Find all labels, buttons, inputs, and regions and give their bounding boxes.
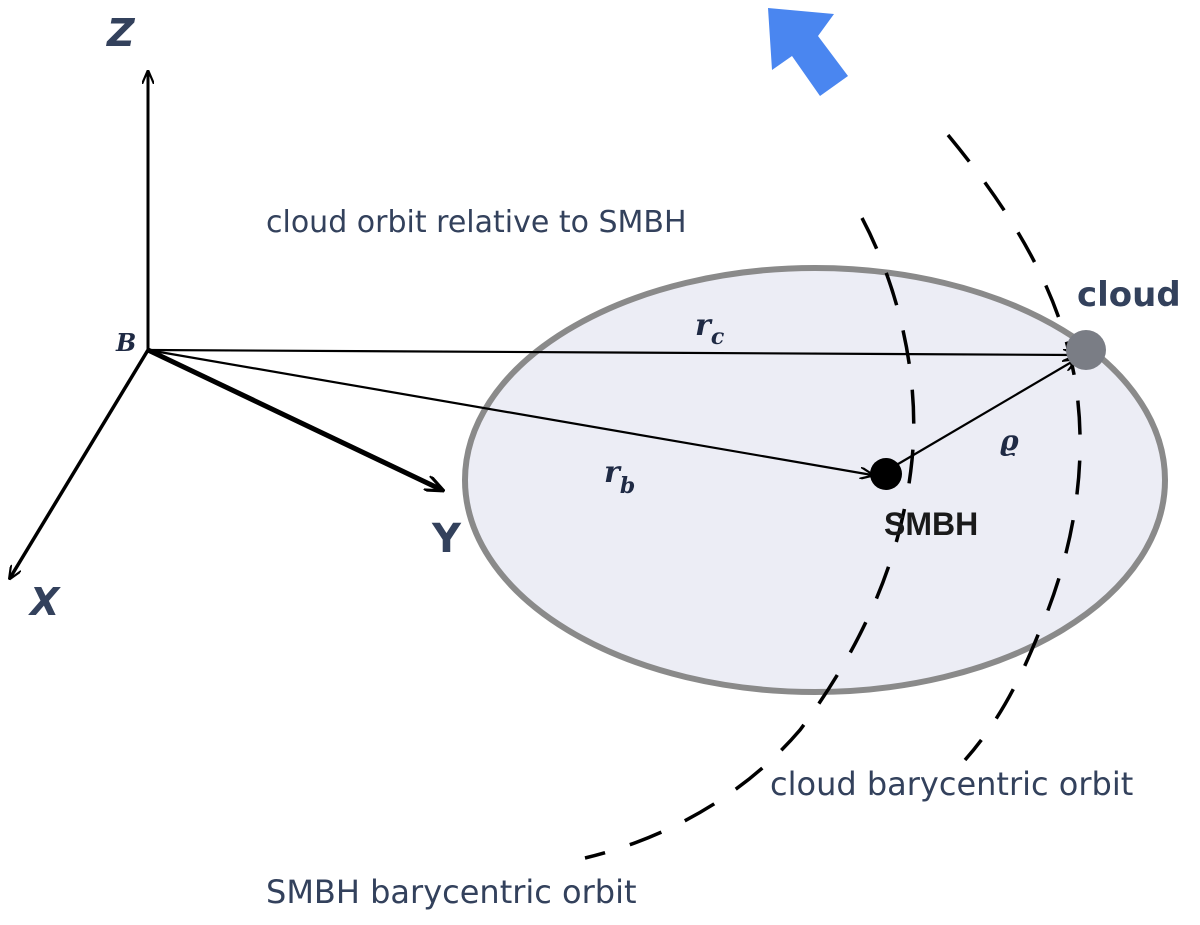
cloud-dot xyxy=(1066,330,1106,370)
rb-vector xyxy=(147,348,872,475)
cloud-label: cloud xyxy=(1077,275,1181,315)
relative-orbit-label: cloud orbit relative to SMBH xyxy=(266,205,687,240)
x-axis-label: X xyxy=(28,580,61,624)
y-axis xyxy=(146,347,442,490)
origin-label: B xyxy=(115,328,136,357)
smbh-barycentric-label: SMBH barycentric orbit xyxy=(266,873,637,911)
rb-label: rb xyxy=(604,455,635,499)
z-axis-label: Z xyxy=(106,11,136,55)
y-axis-label: Y xyxy=(431,516,462,562)
smbh-barycentric-orbit xyxy=(584,217,916,860)
x-axis xyxy=(10,349,150,578)
cloud-barycentric-label: cloud barycentric orbit xyxy=(770,765,1133,803)
relative-orbit-ellipse xyxy=(462,265,1168,695)
rc-label: rc xyxy=(695,308,725,350)
smbh-label: SMBH xyxy=(884,506,978,542)
arrow-up-left-icon xyxy=(768,8,848,96)
cloud-barycentric-orbit xyxy=(946,133,1082,762)
rho-vector xyxy=(892,360,1075,468)
rc-vector xyxy=(147,348,1075,355)
smbh-dot xyxy=(870,458,902,490)
rho-label: ϱ xyxy=(1000,424,1019,457)
